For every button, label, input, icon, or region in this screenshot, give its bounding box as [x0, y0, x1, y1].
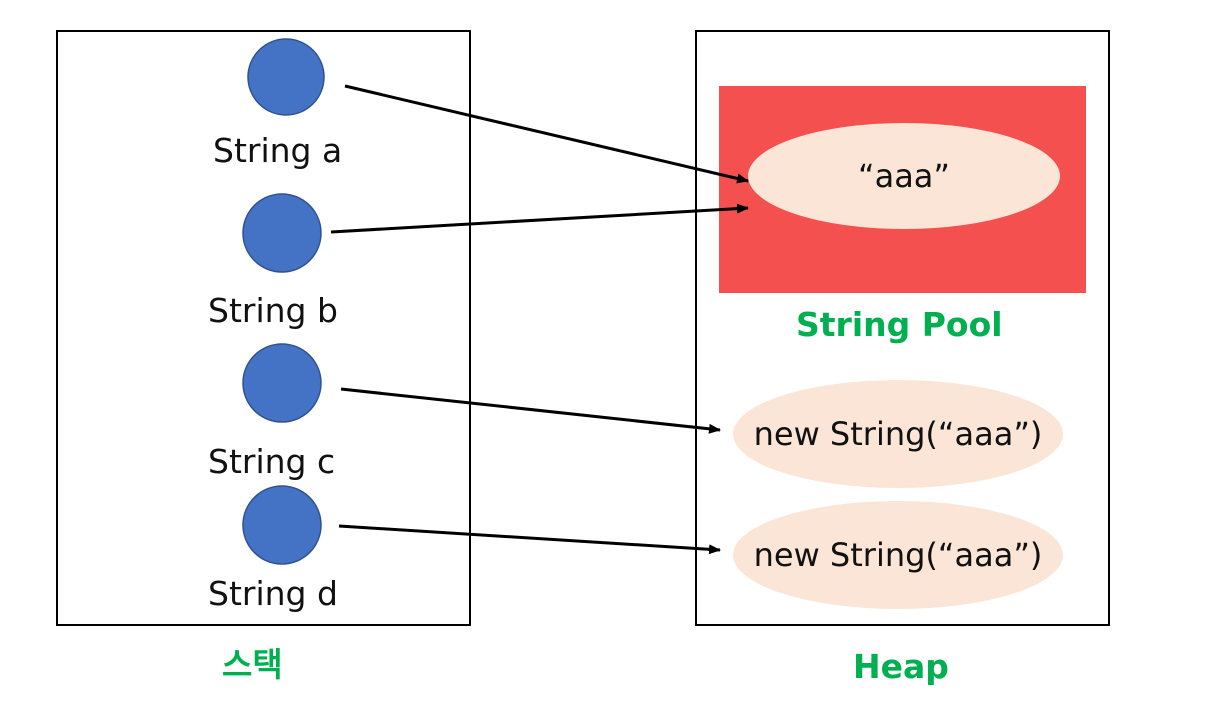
arrow-a-to-pool-icon — [344, 84, 749, 184]
variable-d-circle-icon — [242, 485, 322, 565]
variable-a-label: String a — [213, 131, 343, 170]
heap-object-1-ellipse — [733, 380, 1063, 488]
pool-literal-ellipse — [748, 123, 1060, 229]
variable-b-circle-icon — [242, 193, 322, 273]
stack-title: 스택 — [222, 645, 283, 684]
arrow-b-to-pool-icon — [330, 203, 749, 234]
variable-c-circle-icon — [242, 343, 322, 423]
heap-title: Heap — [853, 647, 949, 686]
variable-c-label: String c — [208, 442, 336, 481]
heap-object-1-text: new String(“aaa”) — [753, 415, 1043, 453]
variable-b-label: String b — [208, 291, 338, 330]
variable-a-circle-icon — [247, 38, 325, 116]
arrow-d-to-object-2-icon — [338, 524, 721, 555]
heap-object-2-text: new String(“aaa”) — [753, 536, 1043, 574]
heap-box — [695, 30, 1110, 626]
stack-box — [56, 30, 471, 626]
pool-literal-text: “aaa” — [858, 157, 950, 195]
arrow-c-to-object-1-icon — [340, 387, 721, 434]
heap-object-2-ellipse — [733, 501, 1063, 609]
variable-d-label: String d — [208, 574, 338, 613]
string-pool-title: String Pool — [796, 305, 1003, 344]
